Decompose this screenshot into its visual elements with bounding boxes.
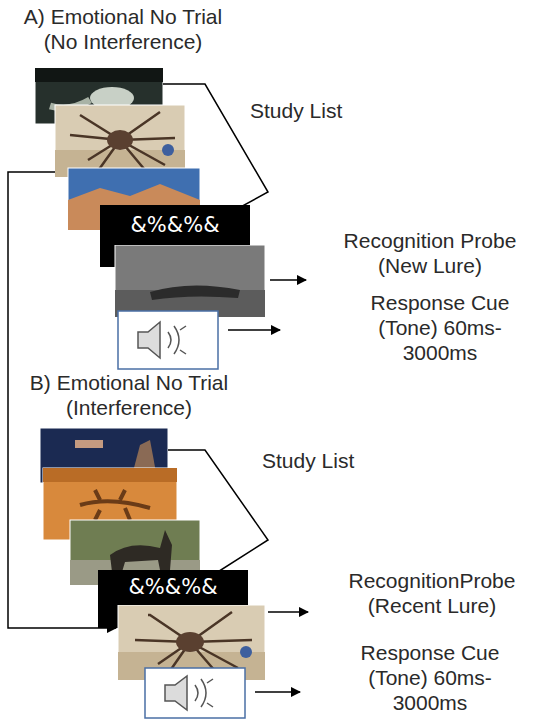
mask-box: &%&%& (100, 205, 250, 245)
panel-heading: B) Emotional No Trial (Interference) (14, 370, 244, 420)
photo-detail (240, 646, 252, 658)
cue-label: Response Cue (Tone) 60ms-3000ms (355, 290, 525, 366)
probe-label: Recognition Probe (New Lure) (325, 228, 535, 278)
pointer-arrow (268, 611, 308, 613)
lying-figure (150, 285, 240, 300)
speaker-icon (165, 676, 187, 710)
mask-box: &%&%& (98, 570, 248, 605)
mask-text: &%&%& (128, 575, 217, 599)
sound-waves (168, 326, 186, 354)
pointer-arrow (255, 691, 300, 693)
dog (110, 530, 172, 572)
spider-body (107, 130, 133, 150)
face-slit (75, 440, 103, 448)
speaker-icon (138, 322, 160, 358)
photo-frame (55, 105, 185, 177)
pointer-arrow (270, 279, 306, 281)
photo-shade (35, 68, 163, 82)
bracket (168, 450, 268, 582)
group-label: Study List (250, 98, 370, 123)
cue-label: Response Cue (Tone) 60ms-3000ms (345, 640, 515, 716)
sound-waves (195, 679, 213, 707)
photo-frame (115, 245, 265, 317)
lure-photo (115, 245, 265, 317)
tone-box (145, 668, 245, 718)
tone-frame (118, 311, 218, 369)
photo-shade (43, 468, 177, 482)
spider-body (176, 632, 204, 652)
spider-photo (55, 105, 185, 177)
panel-heading: A) Emotional No Trial (No Interference) (8, 4, 238, 54)
spider-legs (70, 112, 175, 176)
lizard (80, 490, 150, 520)
tone-box (118, 311, 218, 369)
group-label: Study List (262, 448, 382, 473)
tone-frame (145, 668, 245, 718)
pointer-arrow (228, 329, 280, 331)
probe-label: RecognitionProbe (Recent Lure) (327, 568, 537, 618)
photo-detail (162, 144, 174, 156)
mask-text: &%&%& (130, 213, 219, 237)
